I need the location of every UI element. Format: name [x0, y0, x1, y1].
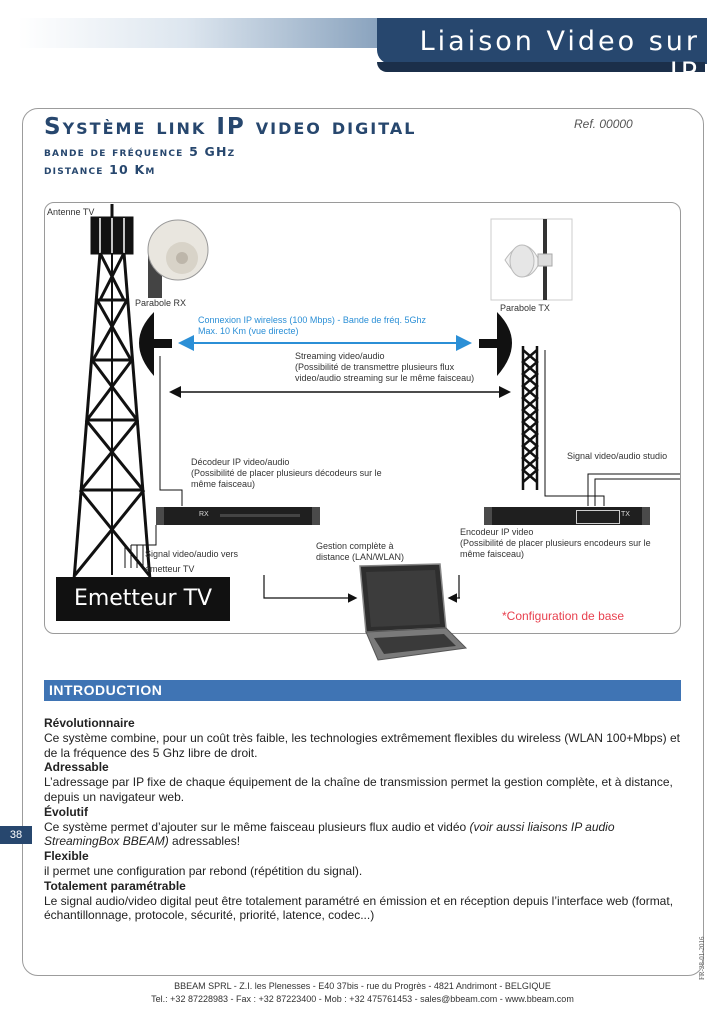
dish-tx-icon — [479, 312, 512, 376]
front-panel — [576, 510, 620, 524]
config-label: *Configuration de base — [502, 609, 625, 623]
signal-vers-label-line1: Signal video/audio vers — [145, 549, 239, 559]
encoder-label-line3: même faisceau) — [460, 549, 525, 559]
system-band: bande de fréquence 5 GHz — [44, 144, 236, 159]
system-title: Système link IP video digital — [44, 114, 417, 140]
signal-vers-label-line2: émetteur TV — [145, 564, 195, 574]
front-panel — [220, 514, 300, 517]
page-title: Liaison Video sur IP — [419, 26, 700, 88]
gestion-label-line1: Gestion complète à — [316, 541, 394, 551]
header-bar — [377, 18, 707, 64]
intro-heading: INTRODUCTION — [49, 682, 163, 698]
section-text: L’adressage par IP fixe de chaque équipe… — [44, 775, 673, 804]
signal-studio-label: Signal video/audio studio — [567, 451, 668, 461]
section-text: il permet une configuration par rebond (… — [44, 863, 363, 878]
rack-ear — [312, 507, 320, 525]
tv-tower-icon — [72, 204, 152, 581]
wireless-label-line1: Connexion IP wireless (100 Mbps) - Bande… — [198, 315, 426, 325]
wireless-label-line2: Max. 10 Km (vue directe) — [198, 326, 299, 336]
section-text-part: Ce système permet d’ajouter sur le même … — [44, 819, 470, 834]
content-card — [22, 108, 704, 976]
page-number: 38 — [0, 826, 32, 844]
section-text-italic: (voir aussi liaisons IP audio StreamingB… — [44, 819, 615, 849]
system-diagram — [44, 202, 681, 634]
intro-body: Révolutionnaire Ce système combine, pour… — [44, 716, 690, 923]
section-title: Révolutionnaire — [44, 716, 135, 730]
section-title: Adressable — [44, 760, 109, 775]
rack-ear — [642, 507, 650, 525]
streaming-label-line1: Streaming video/audio — [295, 351, 385, 361]
document-code: FR-28-01-2016 — [698, 936, 706, 980]
section-text: Ce système permet d’ajouter sur le même … — [44, 820, 690, 850]
dish-rx-icon — [139, 312, 172, 376]
gestion-label-line2: distance (LAN/WLAN) — [316, 552, 405, 562]
dish-tx-photo — [490, 218, 573, 301]
streaming-label-line3: video/audio streaming sur le même faisce… — [295, 373, 475, 383]
encoder-label-line1: Encodeur IP video — [460, 527, 534, 537]
section-title: Totalement paramétrable — [44, 878, 186, 893]
encoder-unit: TX — [484, 507, 650, 525]
footer-address: BBEAM SPRL - Z.I. les Plenesses - E40 37… — [174, 981, 551, 991]
section-text: Le signal audio/video digital peut être … — [44, 893, 674, 923]
section-title: Flexible — [44, 849, 89, 864]
parabole-tx-label: Parabole TX — [500, 303, 550, 313]
rack-ear — [484, 507, 492, 525]
decoder-label-line2: (Possibilité de placer plusieurs décodeu… — [191, 468, 382, 478]
decoder-label-line1: Décodeur IP video/audio — [191, 457, 290, 467]
dish-rx-photo — [147, 219, 209, 298]
section-text: Ce système combine, pour un coût très fa… — [44, 730, 680, 760]
laptop-icon — [359, 563, 468, 661]
section-title: Évolutif — [44, 804, 88, 819]
emetteur-tv-box: Emetteur TV — [56, 577, 230, 621]
parabole-rx-label: Parabole RX — [135, 298, 187, 308]
rack-ear — [156, 507, 164, 525]
system-distance: distance 10 Km — [44, 162, 156, 177]
decoder-label-line3: même faisceau) — [191, 479, 256, 489]
antenna-label: Antenne TV — [47, 207, 95, 217]
intro-heading-bar — [44, 680, 681, 701]
encoder-label-line2: (Possibilité de placer plusieurs encodeu… — [460, 538, 651, 548]
tx-tower-icon — [521, 346, 539, 490]
footer-contact: Tel.: +32 87228983 - Fax : +32 87223400 … — [151, 994, 574, 1004]
section-text-part: adressables! — [168, 834, 241, 849]
tx-tag: TX — [621, 511, 630, 518]
streaming-label-line2: (Possibilité de transmettre plusieurs fl… — [295, 362, 455, 372]
header-underline — [377, 62, 705, 72]
reference-number: Ref. 00000 — [574, 117, 633, 131]
rx-tag: RX — [199, 511, 209, 518]
decoder-unit: RX — [156, 507, 320, 525]
